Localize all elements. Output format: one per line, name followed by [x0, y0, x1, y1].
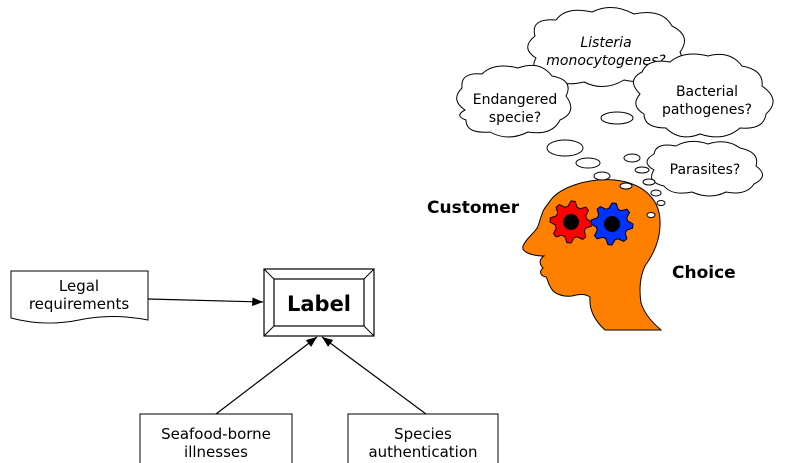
legal-requirements-line1: Legal: [59, 277, 99, 295]
bacterial-line2: pathogenes?: [662, 102, 752, 118]
gear-hub: [563, 214, 579, 230]
arrow-species-to-label: [321, 336, 427, 415]
thought-bubble-bacterial: Bacterial pathogenes?: [633, 53, 774, 138]
thought-bubble-parasites: Parasites?: [646, 140, 763, 197]
legal-requirements-line2: requirements: [29, 295, 130, 313]
gear-hub: [604, 216, 620, 232]
bacterial-line1: Bacterial: [676, 84, 738, 100]
seafood-borne-line1: Seafood-borne: [161, 425, 271, 443]
customer-label: Customer: [427, 198, 520, 218]
arrow-seafood-to-label: [215, 336, 318, 415]
thought-trail-bubbles: [546, 111, 666, 218]
endangered-line2: specie?: [489, 110, 541, 126]
thought-bubble-endangered: Endangered specie?: [456, 64, 572, 138]
seafood-borne-line2: illnesses: [184, 443, 248, 461]
customer-head-silhouette: [522, 179, 663, 331]
choice-label: Choice: [672, 263, 736, 283]
species-authentication-line1: Species: [394, 425, 452, 443]
species-authentication-line2: authentication: [368, 443, 477, 461]
arrow-legal-to-label: [147, 297, 264, 307]
endangered-line1: Endangered: [473, 92, 558, 108]
listeria-line2: monocytogenes?: [546, 53, 666, 69]
label-box: Label: [263, 268, 375, 337]
listeria-line1: Listeria: [580, 35, 631, 51]
seafood-borne-illnesses-box: Seafood-borne illnesses: [139, 413, 293, 463]
gear-blue-icon: [590, 202, 634, 246]
parasites-text: Parasites?: [670, 162, 741, 178]
label-box-text: Label: [287, 292, 351, 316]
gear-red-icon: [549, 200, 593, 244]
legal-requirements-box: Legal requirements: [10, 270, 149, 324]
species-authentication-box: Species authentication: [347, 413, 499, 463]
